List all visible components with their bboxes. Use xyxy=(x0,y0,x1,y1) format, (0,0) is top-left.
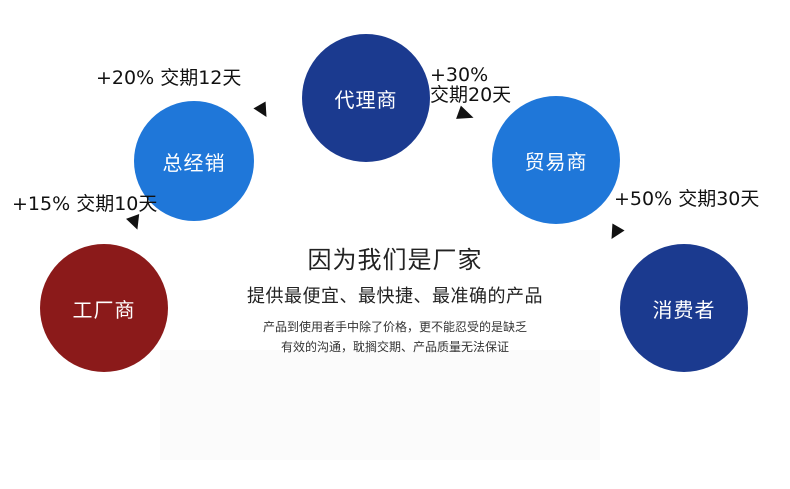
node-consumer: 消费者 xyxy=(620,244,748,372)
center-note-line-1: 产品到使用者手中除了价格，更不能忍受的是缺乏 xyxy=(262,320,527,334)
markup-distributor-to-agent: +20% 交期12天 xyxy=(96,67,242,89)
node-agent: 代理商 xyxy=(302,34,430,162)
markup-trader-to-consumer: +50% 交期30天 xyxy=(614,188,760,210)
markup-factory-to-distributor: +15% 交期10天 xyxy=(12,193,158,215)
node-distributor: 总经销 xyxy=(134,101,254,221)
node-factory-label: 工厂商 xyxy=(72,297,136,322)
node-consumer-label: 消费者 xyxy=(652,297,716,322)
center-note-line-2: 有效的沟通，耽搁交期、产品质量无法保证 xyxy=(280,340,509,354)
node-trader: 贸易商 xyxy=(492,96,620,224)
background-panel xyxy=(160,350,600,460)
markup-agent-to-trader-days: 交期20天 xyxy=(430,84,512,106)
node-factory: 工厂商 xyxy=(40,244,168,372)
markup-agent-to-trader-percent: +30% xyxy=(430,64,489,86)
node-distributor-label: 总经销 xyxy=(162,150,226,175)
arrow-agent-to-trader xyxy=(456,105,476,125)
arrow-factory-to-distributor xyxy=(126,214,144,232)
arrow-distributor-to-agent xyxy=(253,101,273,121)
node-agent-label: 代理商 xyxy=(334,87,398,112)
center-title: 因为我们是厂家 xyxy=(307,246,483,274)
node-trader-label: 贸易商 xyxy=(524,149,588,174)
center-subtitle: 提供最便宜、最快捷、最准确的产品 xyxy=(247,286,543,307)
